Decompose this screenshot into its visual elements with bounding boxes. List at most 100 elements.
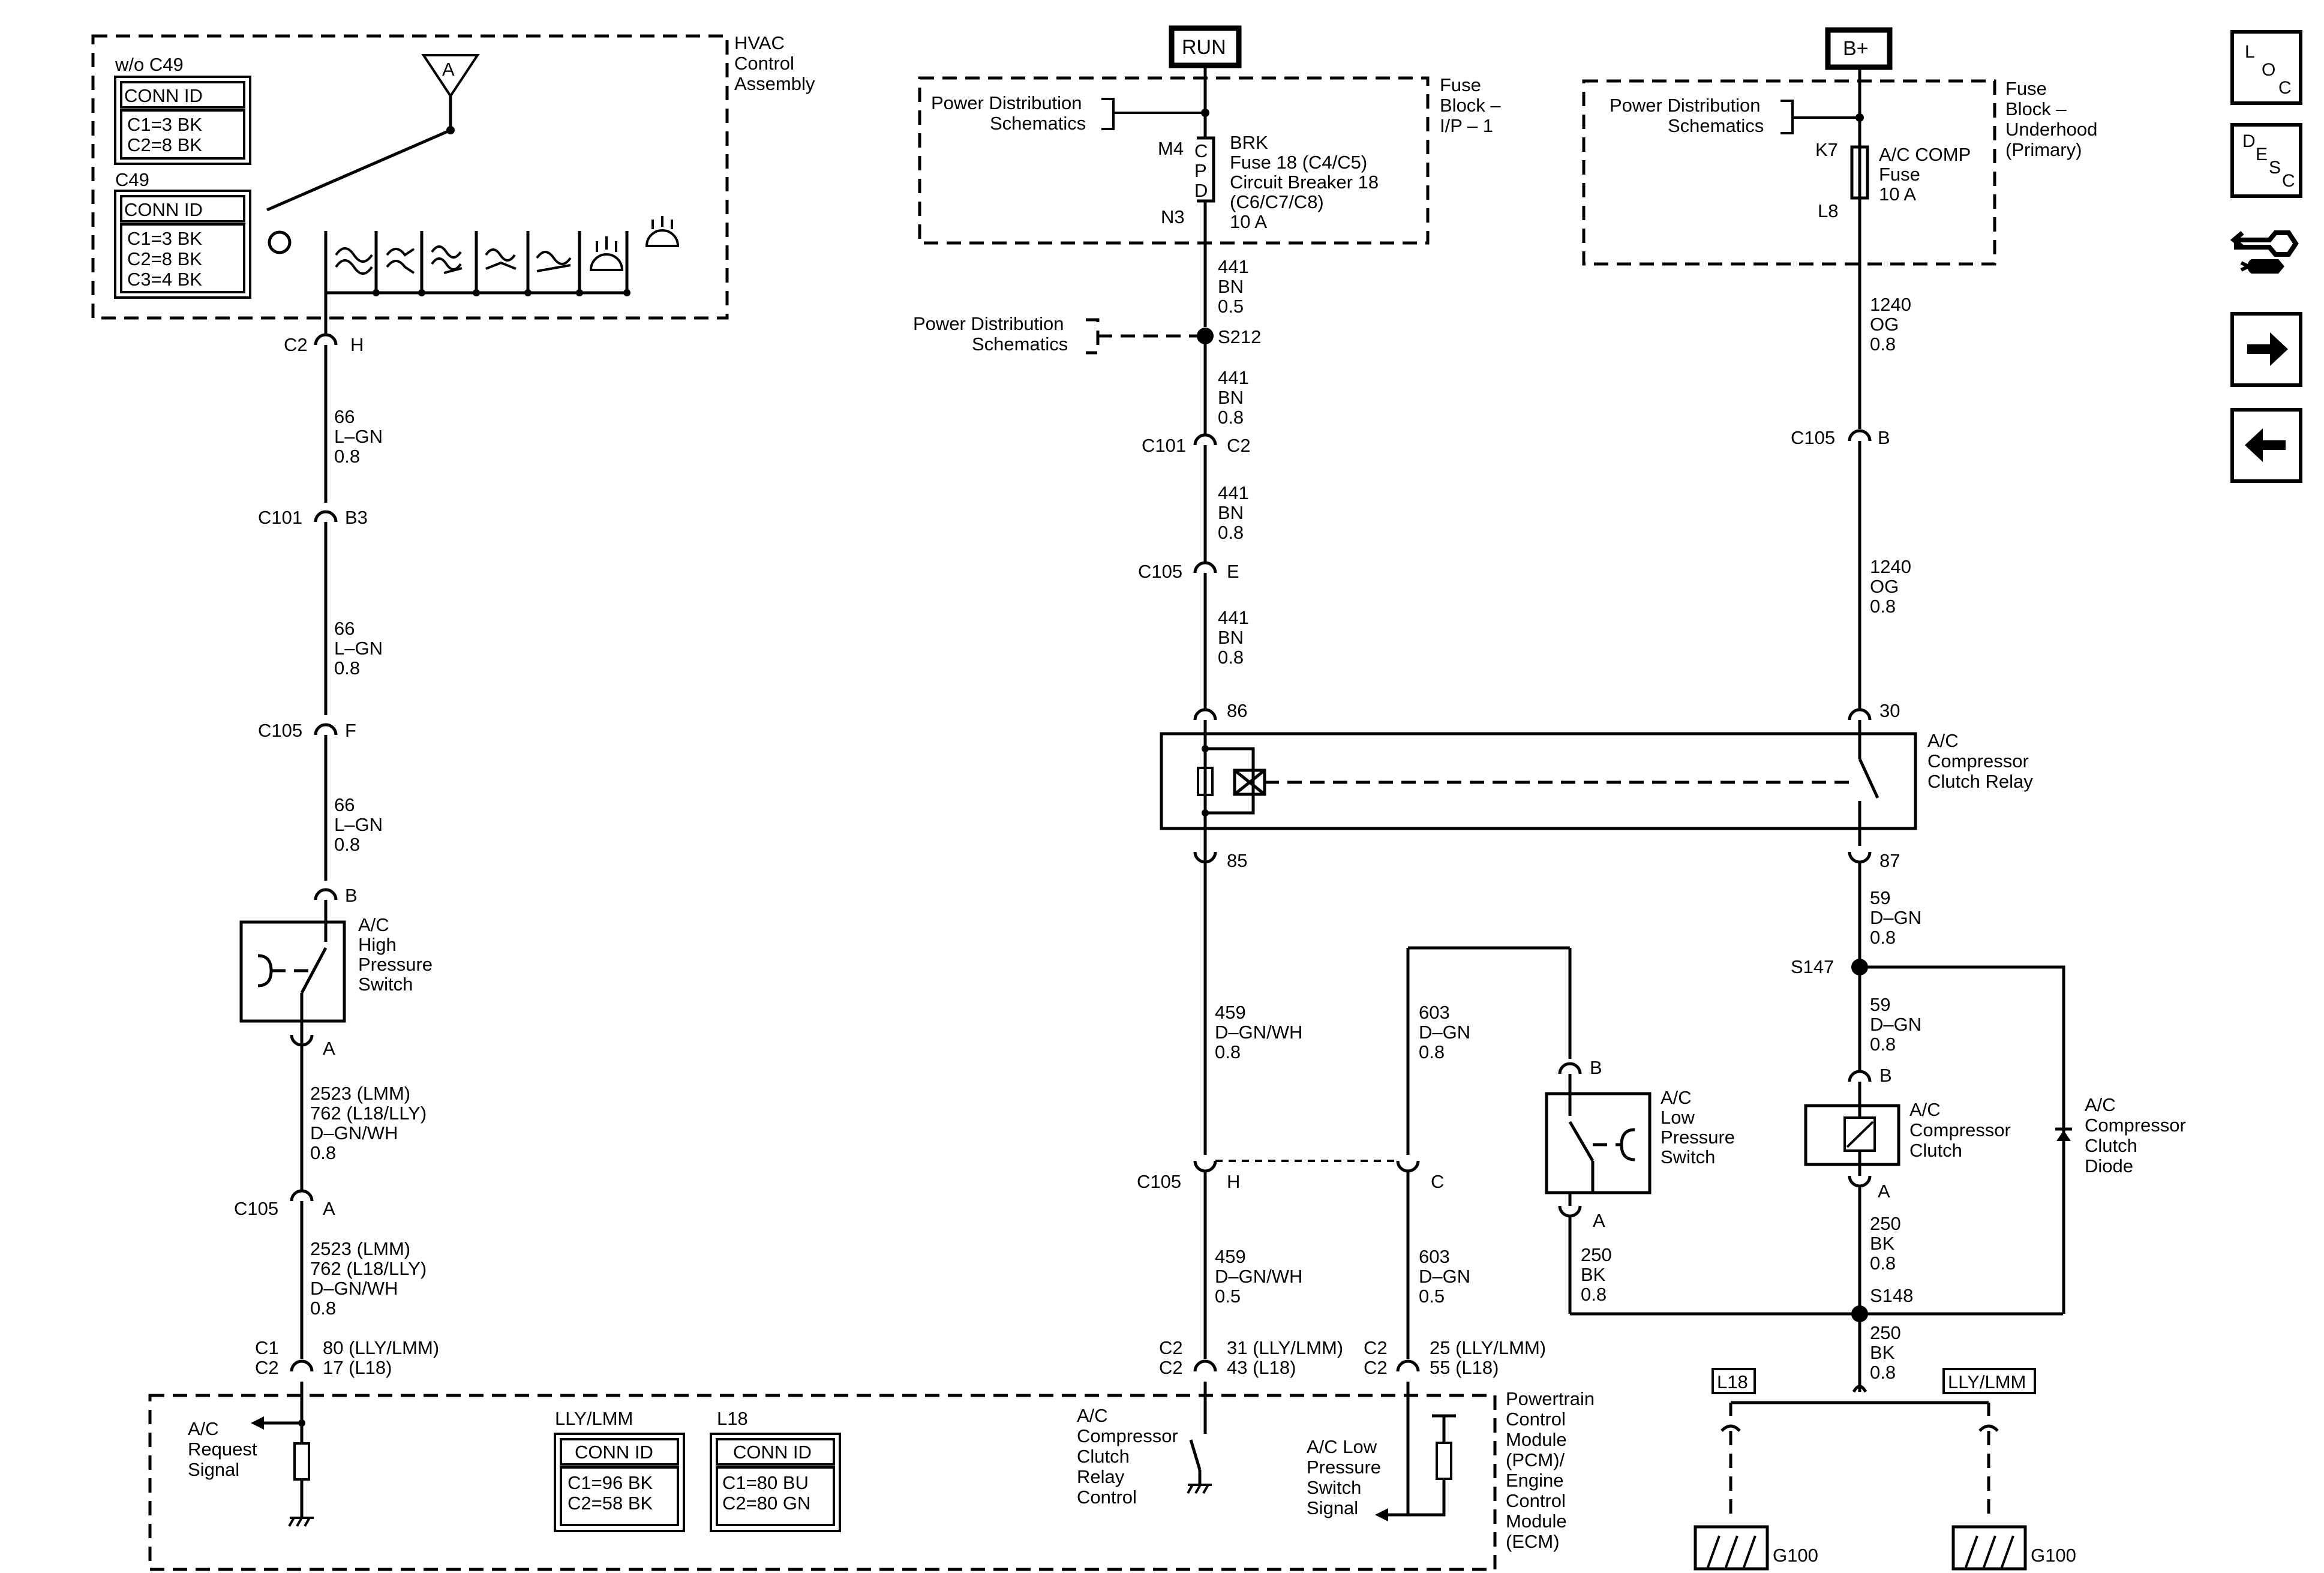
label-right-wire-c105-pin: B <box>1878 427 1890 448</box>
label-right-wire-l18: L18 <box>1717 1371 1748 1392</box>
label-right-wire-seg4-2: 0.8 <box>1870 1034 1896 1055</box>
label-left-wire-switch-3: Switch <box>358 974 413 995</box>
label-mid-wire-c101: C101 <box>1142 435 1186 456</box>
label-fuse-ip-lines-3: (C6/C7/C8) <box>1230 191 1324 212</box>
c105-h-connector <box>1193 1160 1217 1173</box>
label-module-t1-rows-1: C2=58 BK <box>568 1493 653 1514</box>
g100-ground-left <box>1694 1525 1769 1571</box>
location-button[interactable]: L O C <box>2230 30 2302 105</box>
c105-e-connector <box>1193 561 1217 574</box>
label-left-wire-seg5-3: 0.8 <box>310 1298 336 1319</box>
next-page-button[interactable] <box>2230 312 2302 387</box>
label-right-wire-llylmm: LLY/LMM <box>1948 1371 2026 1392</box>
label-left-wire-c2b: C2 <box>255 1357 279 1378</box>
wo-c49-label: w/o C49 <box>115 54 184 75</box>
c2-h-connector <box>314 333 338 346</box>
c49-row-2: C2=8 BK <box>127 248 202 269</box>
l18-conn-table <box>710 1433 841 1532</box>
description-button[interactable]: D E S C <box>2230 123 2302 198</box>
label-mid-wire-c2a: C2 <box>1159 1337 1183 1358</box>
label-low-wire-seg1-0: 603 <box>1419 1002 1450 1023</box>
label-fuse-ip-lines-0: BRK <box>1230 132 1268 153</box>
ac-compressor-clutch-relay-box <box>1160 732 1917 830</box>
hvac-title-1: HVAC <box>734 32 785 53</box>
label-fuse-uh-k7: K7 <box>1815 139 1838 160</box>
label-fuse-ip-pds-0: Power Distribution <box>931 92 1082 113</box>
label-relay-pin87: 87 <box>1879 850 1900 871</box>
label-relay-label-1: Compressor <box>1927 751 2029 772</box>
label-relay-label-2: Clutch Relay <box>1927 771 2033 792</box>
label-left-wire-seg2-2: 0.8 <box>334 658 360 679</box>
label-left-wire-seg3-1: L–GN <box>334 814 383 835</box>
c101-b3-connector <box>314 510 338 523</box>
ac-request-signal-arrow <box>251 1416 264 1430</box>
label-low-wire-c105-pin: C <box>1431 1171 1444 1192</box>
label-power-bplus: B+ <box>1843 37 1869 60</box>
label-right-wire-g100b: G100 <box>2031 1545 2076 1566</box>
label-low-wire-seg2-1: D–GN <box>1419 1266 1470 1287</box>
diagnostic-tool-button[interactable] <box>2230 216 2302 288</box>
label-right-wire-seg1-2: 0.8 <box>1870 334 1896 355</box>
label-mid-wire-c105: C105 <box>1138 561 1182 582</box>
label-left-wire-pins-0: 80 (LLY/LMM) <box>323 1337 439 1358</box>
label-fuse-ip-cpd-1: P <box>1194 160 1207 181</box>
label-right-wire-seg2-0: 1240 <box>1870 556 1911 577</box>
label-module-title-5: Control <box>1506 1490 1566 1511</box>
label-module-lowp-3: Signal <box>1307 1497 1358 1518</box>
label-relay-pin30: 30 <box>1879 700 1900 721</box>
label-right-wire-clutch-2: Clutch <box>1909 1140 1962 1161</box>
desc-letter-d: D <box>2242 131 2256 151</box>
label-mid-wire-pin86: 86 <box>1227 700 1247 721</box>
label-left-wire-seg5-0: 2523 (LMM) <box>310 1238 410 1259</box>
label-low-wire-switch-0: A/C <box>1661 1087 1692 1108</box>
label-mid-wire-seg1-2: 0.5 <box>1218 296 1244 317</box>
label-left-wire-switch-2: Pressure <box>358 954 433 975</box>
label-fuse-uh-l8: L8 <box>1818 200 1838 221</box>
label-left-wire-c1: C1 <box>255 1337 279 1358</box>
label-mid-wire-c105b: C105 <box>1137 1171 1181 1192</box>
label-right-wire-clutch-1: Compressor <box>1909 1119 2011 1140</box>
label-module-lowp-0: A/C Low <box>1307 1436 1377 1457</box>
label-low-wire-pins-1: 55 (L18) <box>1430 1357 1499 1378</box>
label-mid-wire-seg5-1: D–GN/WH <box>1215 1022 1302 1043</box>
c49-label: C49 <box>115 169 149 190</box>
label-module-t2-rows-1: C2=80 GN <box>722 1493 810 1514</box>
previous-page-button[interactable] <box>2230 408 2302 483</box>
label-left-wire-seg2-1: L–GN <box>334 638 383 659</box>
hvac-control-assembly-box <box>91 34 729 320</box>
label-module-relay-ctrl-2: Clutch <box>1077 1446 1130 1467</box>
label-left-wire-c105: C105 <box>258 720 302 741</box>
label-left-wire-c2: C2 <box>284 334 308 355</box>
label-module-request-2: Signal <box>188 1459 239 1480</box>
label-fuse-ip-lines-1: Fuse 18 (C4/C5) <box>1230 152 1367 173</box>
label-right-wire-s148: S148 <box>1870 1285 1913 1306</box>
c105-f-connector <box>314 723 338 736</box>
label-power-run: RUN <box>1182 36 1226 59</box>
label-low-wire-switch-1: Low <box>1661 1107 1695 1128</box>
loc-letter-c: C <box>2278 78 2292 98</box>
label-module-title-0: Powertrain <box>1506 1388 1595 1409</box>
label-fuse-ip-lines-2: Circuit Breaker 18 <box>1230 172 1379 193</box>
label-left-wire-c105b-pin: A <box>323 1198 335 1219</box>
ac-compressor-clutch <box>1804 1104 1900 1166</box>
label-mid-wire-seg4-0: 441 <box>1218 607 1249 628</box>
wo-c49-conn-id: CONN ID <box>124 85 203 106</box>
label-mid-wire-seg1-0: 441 <box>1218 256 1249 277</box>
label-module-title-1: Control <box>1506 1409 1566 1430</box>
label-low-wire-c2a: C2 <box>1364 1337 1388 1358</box>
c105-b-connector <box>1848 429 1872 442</box>
label-module-lowp-1: Pressure <box>1307 1457 1381 1478</box>
label-right-wire-g100a: G100 <box>1773 1545 1818 1566</box>
label-mid-wire-c105-pin: E <box>1227 561 1239 582</box>
reference-a-triangle <box>421 54 480 98</box>
label-low-wire-seg2-0: 603 <box>1419 1246 1450 1267</box>
label-module-title-7: (ECM) <box>1506 1531 1560 1552</box>
label-right-wire-diode-0: A/C <box>2085 1094 2116 1115</box>
label-left-wire-switch-bot-pin: A <box>323 1038 335 1059</box>
label-module-conn-id: CONN ID <box>575 1442 653 1463</box>
wrench-connector-icon <box>2230 230 2299 274</box>
label-right-wire-seg5-1: BK <box>1870 1233 1895 1254</box>
label-right-wire-seg5-0: 250 <box>1870 1213 1901 1234</box>
label-fuse-uh-title-3: (Primary) <box>2005 139 2082 160</box>
label-module-conn-id: CONN ID <box>733 1442 812 1463</box>
